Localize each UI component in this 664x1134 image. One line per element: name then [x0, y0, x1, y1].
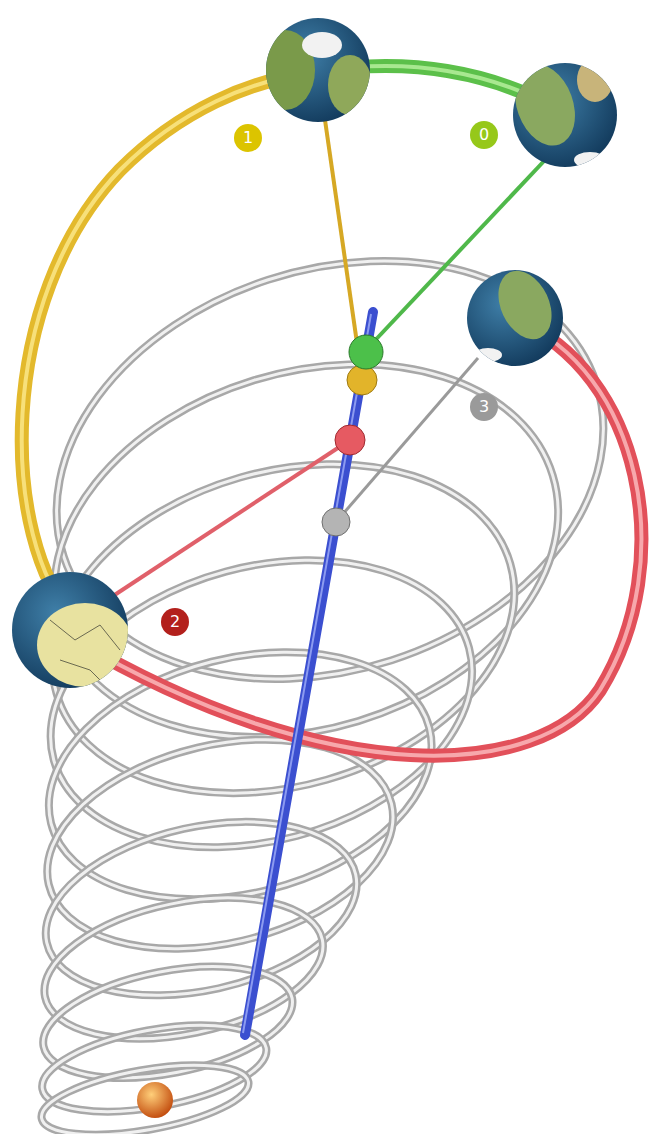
- callout-number: 3: [470, 393, 498, 421]
- helix-ring: [36, 1052, 253, 1134]
- helix-ring-highlight: [2, 193, 658, 746]
- helix-ring: [18, 516, 504, 892]
- helix-ring-highlight: [13, 413, 553, 845]
- red-arc: [75, 320, 641, 756]
- red-arc-highlight: [75, 320, 641, 756]
- helix-ring: [29, 795, 373, 1023]
- helix-rings: [2, 193, 658, 1134]
- globe-0: [504, 56, 617, 168]
- green-bead: [349, 335, 383, 369]
- helix-ring: [2, 193, 658, 746]
- blue-axis-highlight: [243, 314, 371, 1033]
- red-bead: [335, 425, 365, 455]
- helix-ring-highlight: [34, 948, 302, 1096]
- helix-ring: [13, 413, 553, 845]
- helix-ring: [34, 948, 302, 1096]
- callout-number: 1: [234, 124, 262, 152]
- globe-1: [255, 18, 372, 122]
- yellow-arc-highlight: [22, 72, 315, 620]
- sun-lamp: [137, 1082, 173, 1118]
- callout-number: 0: [470, 121, 498, 149]
- helix-ring-highlight: [29, 795, 373, 1023]
- blue-axis: [245, 312, 373, 1035]
- globe-2: [12, 572, 133, 690]
- callout-number: 2: [161, 608, 189, 636]
- yellow-arc: [22, 72, 315, 620]
- helix-ring-highlight: [18, 516, 504, 892]
- gray-rod: [336, 358, 478, 522]
- yellow-bead: [347, 365, 377, 395]
- gray-bead: [322, 508, 350, 536]
- red-rod: [110, 440, 350, 598]
- globe-3: [467, 262, 563, 366]
- helix-ring-highlight: [36, 1052, 253, 1134]
